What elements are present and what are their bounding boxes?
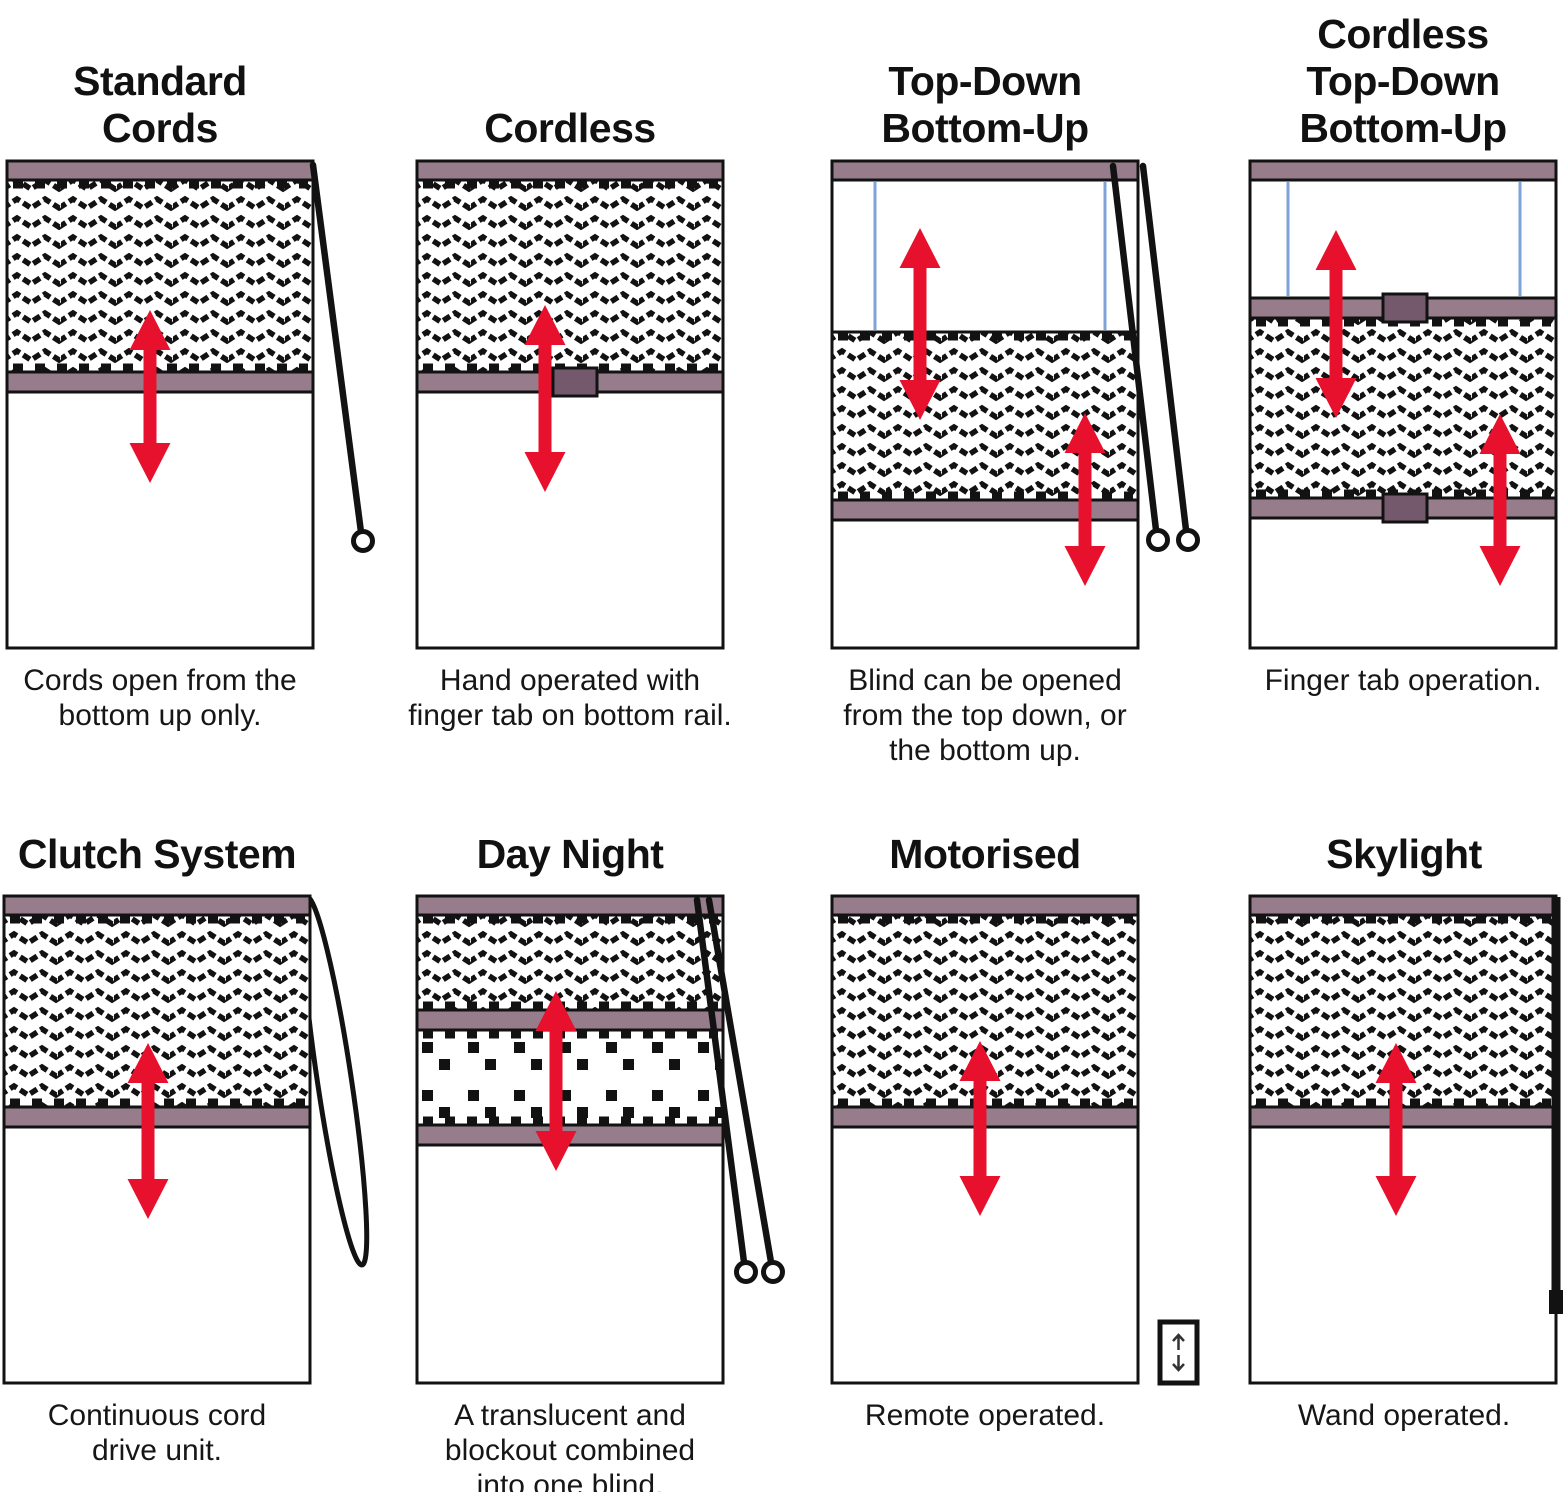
pull-cord [1109, 162, 1160, 534]
bottom-rail [2, 1105, 312, 1129]
blockout-fabric [1248, 316, 1558, 500]
finger-tab [1381, 292, 1429, 324]
up-down-arrow-icon [129, 310, 171, 483]
blind-diagram-motorised [830, 894, 1200, 1386]
blind-diagram-day-night [415, 894, 785, 1385]
up-down-arrow-icon [524, 305, 566, 492]
panel-title-skylight: Skylight [1326, 831, 1482, 877]
panel-caption-day-night: A translucent and blockout combined into… [444, 1399, 696, 1492]
head-rail [2, 894, 312, 917]
up-down-arrow-icon [899, 228, 941, 420]
blind-diagram-standard-cords [5, 159, 375, 650]
cord-pull-icon [761, 1260, 785, 1284]
panel-caption-standard-cords: Cords open from the bottom up only. [23, 664, 297, 732]
panel-caption-cordless: Hand operated with finger tab on bottom … [408, 664, 732, 732]
blockout-fabric [415, 178, 725, 374]
head-rail [830, 159, 1140, 182]
panel-caption-cordless-top-down-bottom-up: Finger tab operation. [1264, 664, 1542, 697]
head-rail [5, 159, 315, 182]
up-down-arrow-icon [127, 1043, 169, 1219]
cord-pull-icon [1176, 528, 1200, 552]
up-down-arrow-icon [959, 1041, 1001, 1216]
blockout-fabric [830, 330, 1140, 502]
panel-caption-skylight: Wand operated. [1297, 1399, 1511, 1432]
head-rail [415, 159, 725, 182]
panel-title-day-night: Day Night [476, 831, 664, 877]
panel-caption-top-down-bottom-up: Blind can be opened from the top down, o… [843, 664, 1127, 767]
panel-title-clutch-system: Clutch System [17, 831, 297, 877]
pull-cord [309, 161, 365, 536]
up-down-arrow-icon [535, 991, 577, 1171]
pull-cord [693, 896, 748, 1266]
head-rail [1248, 894, 1558, 917]
cord-pull-icon [1146, 528, 1170, 552]
head-rail [1248, 159, 1558, 182]
remote-control-icon [1157, 1319, 1200, 1386]
panel-title-cordless: Cordless [484, 105, 656, 151]
up-down-arrow-icon [1375, 1043, 1417, 1216]
finger-tab [551, 366, 599, 398]
finger-tab [1381, 492, 1429, 524]
blind-diagram-skylight [1248, 894, 1563, 1385]
panel-caption-clutch-system: Continuous cord drive unit. [47, 1399, 267, 1467]
up-down-arrow-icon [1479, 414, 1521, 586]
blind-diagram-cordless-top-down-bottom-up [1248, 159, 1558, 650]
pull-cord [705, 896, 775, 1266]
pull-cord [1139, 162, 1190, 534]
panel-title-cordless-top-down-bottom-up: Cordless Top-Down Bottom-Up [1299, 11, 1507, 151]
bottom-rail [1248, 1105, 1558, 1129]
bottom-rail [5, 370, 315, 394]
blind-diagram-top-down-bottom-up [830, 159, 1200, 650]
panel-title-standard-cords: Standard Cords [73, 58, 247, 151]
bottom-rail [830, 498, 1140, 522]
panel-title-top-down-bottom-up: Top-Down Bottom-Up [881, 58, 1089, 151]
blind-diagram-clutch-system [2, 894, 370, 1385]
head-rail [830, 894, 1140, 917]
panel-title-motorised: Motorised [889, 831, 1081, 877]
panel-caption-motorised: Remote operated. [864, 1399, 1106, 1432]
wand-icon [1549, 897, 1563, 1314]
up-down-arrow-icon [1315, 230, 1357, 418]
up-down-arrow-icon [1064, 413, 1106, 586]
blockout-fabric [415, 913, 725, 1012]
head-rail [415, 894, 725, 917]
translucent-fabric [415, 1028, 725, 1127]
cord-pull-icon [351, 529, 375, 553]
cord-pull-icon [734, 1260, 758, 1284]
blind-diagram-cordless [415, 159, 725, 650]
